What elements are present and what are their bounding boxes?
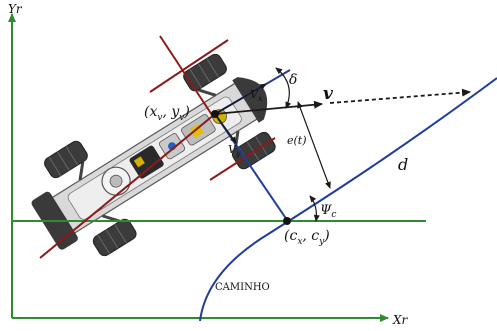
rc-car-illustration (31, 53, 276, 257)
rear-wheel-line (209, 137, 276, 181)
vx-label: Vx (250, 88, 263, 103)
y-axis-label: Yr (8, 2, 23, 16)
distance-label: d (398, 155, 408, 174)
vy-label: Vy (228, 143, 241, 158)
delta-label: δ (289, 72, 297, 88)
vy-vector (214, 113, 237, 144)
error-dimension (297, 101, 331, 189)
vehicle-position-label: (xv, yv) (144, 104, 190, 123)
path-closest-point (283, 217, 291, 225)
front-wheel-line (149, 39, 229, 93)
x-axis-label: Xr (392, 313, 409, 327)
velocity-label: v (323, 84, 334, 104)
rear-axle-line (159, 35, 213, 116)
velocity-extension-dashed (329, 88, 471, 104)
vx-vector (214, 83, 267, 115)
error-label: e(t) (287, 134, 307, 147)
vehicle-position-point (211, 110, 219, 118)
delta-angle-arc (275, 67, 292, 109)
psi-label: Ψc (320, 203, 336, 220)
path-label: CAMINHO (215, 282, 270, 293)
path-point-label: (cx, cy) (284, 228, 330, 247)
psi-angle-arc (309, 195, 320, 222)
vehicle-longitudinal-axis (39, 113, 216, 259)
